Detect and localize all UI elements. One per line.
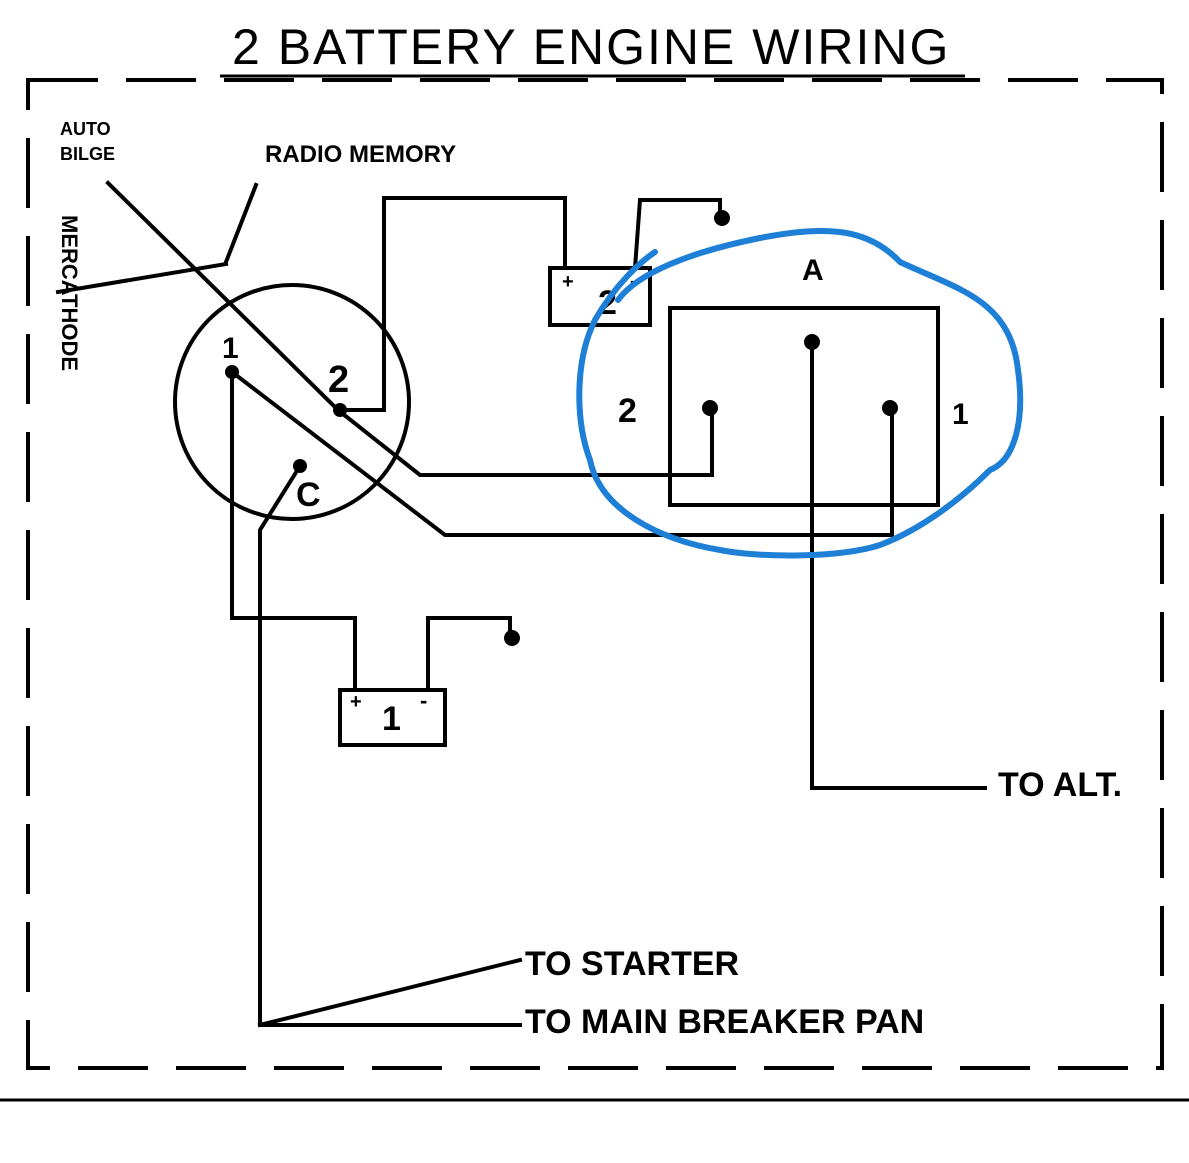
battery-switch bbox=[173, 283, 411, 521]
radio-memory-label: RADIO MEMORY bbox=[265, 141, 456, 168]
mercathode-wire bbox=[55, 261, 229, 295]
wire-switch2-to-battery2 bbox=[338, 196, 567, 412]
to-alt-label: TO ALT. bbox=[998, 766, 1122, 804]
wire-battery2-ground bbox=[632, 198, 722, 271]
battery-1-plus: + bbox=[350, 691, 362, 713]
dashed-frame bbox=[26, 78, 1164, 1070]
battery-1-minus: - bbox=[420, 688, 427, 713]
isolator-terminal-2 bbox=[702, 400, 718, 416]
auto-bilge-label-1: AUTO bbox=[60, 119, 111, 139]
switch-terminal-c-label: C bbox=[296, 476, 321, 514]
isolator-terminal-1 bbox=[882, 400, 898, 416]
wire-to-isolator-2 bbox=[335, 407, 714, 477]
auto-bilge-label-2: BILGE bbox=[60, 144, 115, 164]
isolator-box bbox=[668, 306, 940, 507]
isolator-2-label: 2 bbox=[618, 392, 637, 430]
battery-1-body bbox=[338, 688, 447, 747]
battery-1-ground-dot bbox=[504, 630, 520, 646]
battery-2-body bbox=[548, 266, 652, 327]
battery-2-minus: - bbox=[630, 268, 637, 293]
wire-to-starter bbox=[257, 957, 523, 1028]
switch-terminal-1-label: 1 bbox=[222, 332, 239, 365]
highlight-annotation bbox=[576, 227, 1024, 559]
diagram-title: 2 BATTERY ENGINE WIRING bbox=[232, 19, 950, 75]
isolator-1-label: 1 bbox=[952, 398, 969, 431]
to-starter-label: TO STARTER bbox=[525, 945, 739, 983]
battery-2-plus: + bbox=[562, 271, 574, 293]
auto-bilge-wire bbox=[105, 180, 341, 413]
wire-isolator-to-alt bbox=[810, 340, 987, 790]
wire-switch1-to-battery1 bbox=[230, 370, 357, 692]
battery-2-ground-dot bbox=[714, 210, 730, 226]
wire-common-to-starter bbox=[258, 463, 303, 1027]
isolator-a-label: A bbox=[802, 254, 824, 287]
wire-battery1-ground bbox=[426, 616, 512, 692]
radio-memory-wire bbox=[223, 182, 259, 265]
switch-terminal-2-label: 2 bbox=[328, 359, 349, 401]
to-main-breaker-label: TO MAIN BREAKER PAN bbox=[525, 1003, 924, 1041]
battery-1-label: 1 bbox=[382, 700, 401, 738]
